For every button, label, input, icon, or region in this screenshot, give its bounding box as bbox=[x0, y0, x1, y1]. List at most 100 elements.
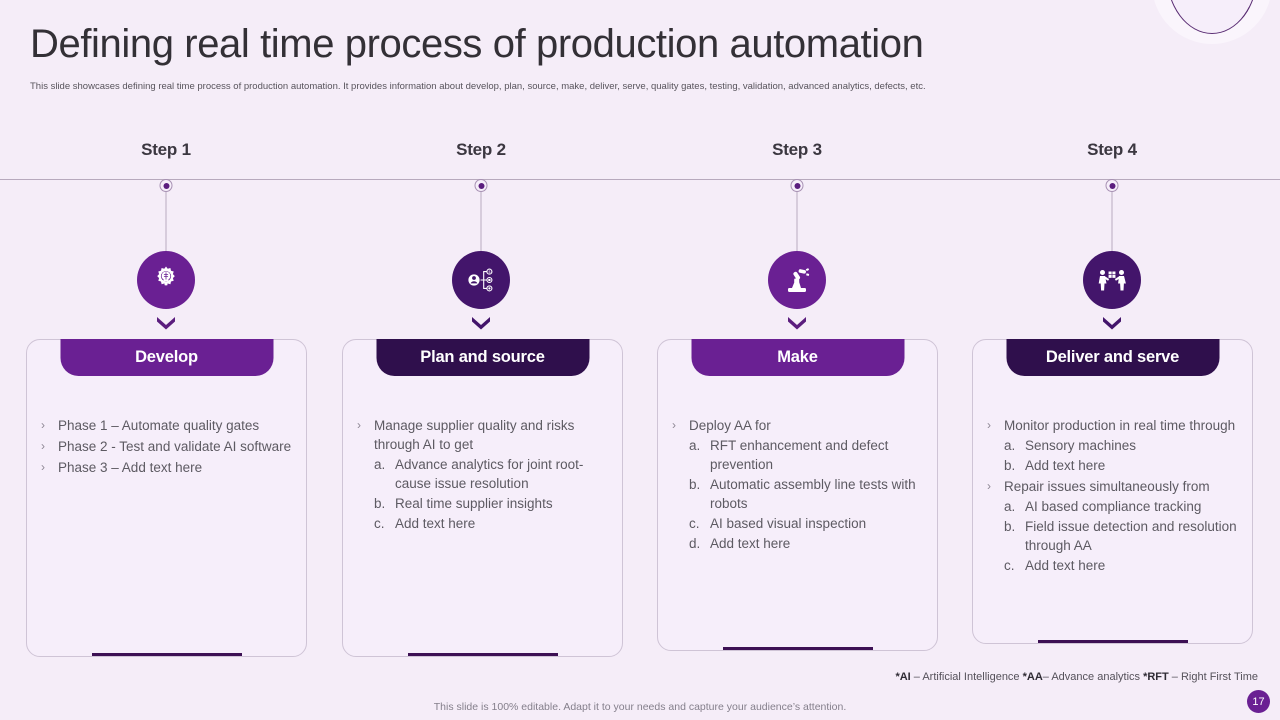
list-item-text: Deploy AA for bbox=[689, 418, 771, 433]
sub-marker: c. bbox=[374, 516, 385, 531]
sub-list-item-text: Add text here bbox=[710, 536, 791, 551]
sub-list: a.RFT enhancement and defect prevention … bbox=[689, 436, 925, 553]
card-body: › Manage supplier quality and risks thro… bbox=[343, 340, 622, 533]
list-item-text: Repair issues simultaneously from bbox=[1004, 479, 1210, 494]
list-item: ›Phase 3 – Add text here bbox=[39, 458, 294, 477]
chevron-down-icon bbox=[1102, 316, 1122, 335]
card-accent-bar bbox=[91, 653, 242, 656]
step-label: Step 4 bbox=[1087, 140, 1137, 159]
step-label: Step 1 bbox=[141, 140, 191, 159]
sub-list-item: c.AI based visual inspection bbox=[689, 514, 925, 533]
sub-list-item: b. Add text here bbox=[1004, 456, 1240, 475]
sub-list-item-text: RFT enhancement and defect prevention bbox=[710, 438, 889, 472]
sub-list-item: b.Field issue detection and resolution t… bbox=[1004, 517, 1240, 555]
legend-ai-abbr: *AI bbox=[895, 671, 911, 683]
card-body: › Monitor production in real time throug… bbox=[973, 340, 1252, 575]
list-item: › Phase 1 – Automate quality gates bbox=[39, 416, 294, 435]
card-title: Deliver and serve bbox=[1006, 339, 1219, 376]
page-subtitle: This slide showcases defining real time … bbox=[30, 81, 926, 92]
timeline-node-2[interactable] bbox=[474, 179, 488, 192]
card-accent-bar bbox=[722, 647, 873, 650]
timeline-node-3[interactable] bbox=[790, 179, 804, 192]
sub-marker: d. bbox=[689, 536, 701, 551]
sub-list-item: a. Advance analytics for joint root-cause… bbox=[374, 455, 610, 493]
sub-list-item-text: Real time supplier insights bbox=[395, 496, 553, 511]
page-title: Defining real time process of production… bbox=[30, 22, 924, 66]
sub-list-item-text: Sensory machines bbox=[1025, 438, 1137, 453]
sub-list-item: a. AI based compliance tracking bbox=[1004, 497, 1240, 516]
list-item: › Phase 2 - Test and validate AI software bbox=[39, 437, 294, 456]
list-item: › Repair issues simultaneously from a.AI… bbox=[985, 477, 1240, 575]
sub-marker: b. bbox=[1004, 458, 1016, 473]
card-plan-and-source: Plan and source › Manage supplier qualit… bbox=[342, 339, 623, 657]
legend-ai-text: – Artificial Intelligence bbox=[910, 671, 1023, 683]
chevron-down-icon bbox=[787, 316, 807, 335]
step-column-2: Step 2 $ bbox=[381, 140, 581, 330]
sub-marker: c. bbox=[1004, 558, 1015, 573]
sub-list-item-text: AI based compliance tracking bbox=[1025, 499, 1202, 514]
sub-list-item-text: Add text here bbox=[1025, 458, 1106, 473]
list-item-text: Manage supplier quality and risks throug… bbox=[374, 418, 575, 452]
sub-list-item-text: Add text here bbox=[1025, 558, 1106, 573]
sub-list: a. Sensory machines b. Add text here bbox=[1004, 436, 1240, 475]
sub-list-item: c. Add text here bbox=[1004, 556, 1240, 575]
card-make: Make › Deploy AA for a. RFT enhancement a… bbox=[657, 339, 938, 651]
step-column-1: Step 1 bbox=[66, 140, 266, 330]
sub-marker: a. bbox=[374, 457, 386, 472]
legend-rft-abbr: *RFT bbox=[1143, 671, 1169, 683]
card-develop: Develop › Phase 1 – Automate quality gate… bbox=[26, 339, 307, 657]
sub-list-item-text: Advance analytics for joint root-cause i… bbox=[395, 457, 584, 491]
bullet-list: › Manage supplier quality and risks thro… bbox=[355, 416, 610, 533]
sub-marker: a. bbox=[1004, 438, 1016, 453]
bullet-marker: › bbox=[672, 418, 676, 432]
list-item-text: Monitor production in real time through bbox=[1004, 418, 1236, 433]
connector-line bbox=[796, 192, 798, 251]
card-body: ›Phase 1 – Automate quality gates ›Phase… bbox=[27, 340, 306, 477]
sub-marker: b. bbox=[374, 496, 386, 511]
svg-text:$: $ bbox=[488, 270, 490, 274]
sub-list-item: b.Automatic assembly line tests with rob… bbox=[689, 475, 925, 513]
chevron-down-icon bbox=[471, 316, 491, 335]
bullet-marker: › bbox=[41, 439, 45, 453]
card-title: Make bbox=[691, 339, 904, 376]
list-item: › Monitor production in real time throug… bbox=[985, 416, 1240, 475]
connector-line bbox=[480, 192, 482, 251]
connector-line bbox=[165, 192, 167, 251]
list-item: › Deploy AA for a. RFT enhancement and de… bbox=[670, 416, 925, 553]
bullet-marker: › bbox=[41, 418, 45, 432]
abbreviation-legend: *AI – Artificial Intelligence *AA– Advan… bbox=[895, 671, 1258, 683]
timeline-node-1[interactable] bbox=[159, 179, 173, 192]
step-label: Step 2 bbox=[456, 140, 506, 159]
list-item-text: Phase 3 – Add text here bbox=[58, 460, 203, 475]
timeline-axis bbox=[0, 179, 1280, 180]
list-item-text: Phase 2 - Test and validate AI software bbox=[58, 439, 292, 454]
timeline-node-4[interactable] bbox=[1105, 179, 1119, 192]
sub-list-item: a. Sensory machines bbox=[1004, 436, 1240, 455]
card-title: Develop bbox=[60, 339, 273, 376]
sub-marker: a. bbox=[689, 438, 701, 453]
bullet-marker: › bbox=[357, 418, 361, 432]
card-body: › Deploy AA for a. RFT enhancement and de… bbox=[658, 340, 937, 553]
card-title: Plan and source bbox=[376, 339, 589, 376]
chevron-down-icon bbox=[156, 316, 176, 335]
sub-list: a. Advance analytics for joint root-cause… bbox=[374, 455, 610, 533]
sub-list-item-text: Add text here bbox=[395, 516, 476, 531]
sub-list: a. AI based compliance tracking b.Field i… bbox=[1004, 497, 1240, 575]
connector-line bbox=[1111, 192, 1113, 251]
delivery-handoff-icon[interactable] bbox=[1083, 251, 1141, 309]
sub-list-item: b. Real time supplier insights bbox=[374, 494, 610, 513]
bullet-list: ›Phase 1 – Automate quality gates ›Phase… bbox=[39, 416, 294, 477]
list-item-text: Phase 1 – Automate quality gates bbox=[58, 418, 260, 433]
sub-marker: a. bbox=[1004, 499, 1016, 514]
sub-marker: c. bbox=[689, 516, 700, 531]
sub-marker: b. bbox=[689, 477, 701, 492]
robot-arm-icon[interactable] bbox=[768, 251, 826, 309]
page-number-badge: 17 bbox=[1247, 690, 1270, 713]
bullet-list: › Deploy AA for a. RFT enhancement and de… bbox=[670, 416, 925, 553]
gear-lightbulb-icon[interactable] bbox=[137, 251, 195, 309]
legend-rft-text: – Right First Time bbox=[1168, 671, 1258, 683]
card-accent-bar bbox=[1037, 640, 1188, 643]
legend-aa-abbr: *AA bbox=[1022, 671, 1043, 683]
supplier-network-icon[interactable]: $ bbox=[452, 251, 510, 309]
sub-list-item: d. Add text here bbox=[689, 534, 925, 553]
